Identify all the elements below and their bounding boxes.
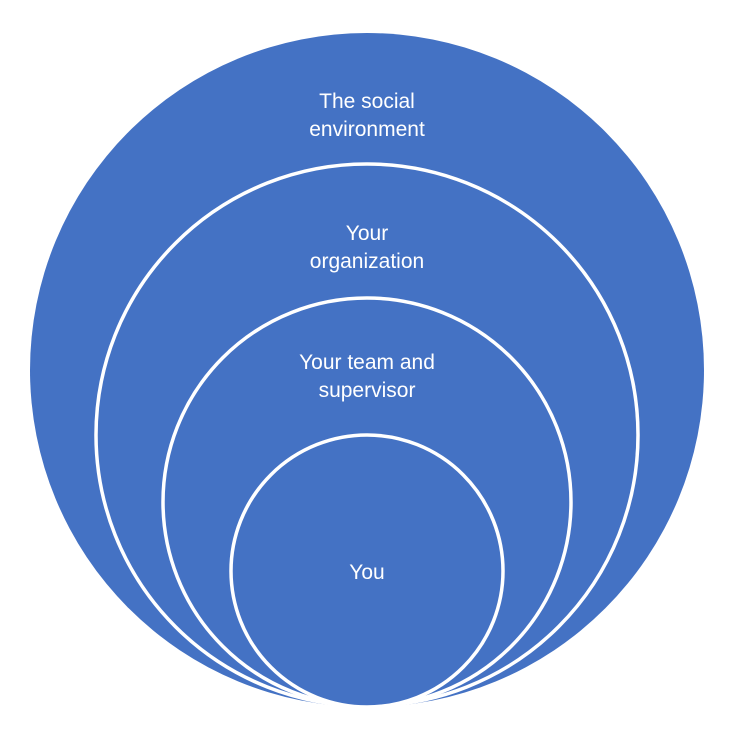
label-social-environment-line2: environment — [309, 118, 425, 141]
label-team-and-supervisor-line1: Your team and — [299, 351, 435, 374]
label-social-environment: The social environment — [247, 88, 487, 144]
label-you: You — [247, 559, 487, 587]
label-team-and-supervisor-line2: supervisor — [318, 379, 416, 402]
label-you-line1: You — [349, 561, 385, 584]
label-social-environment-line1: The social — [319, 90, 415, 113]
label-team-and-supervisor: Your team and supervisor — [247, 349, 487, 405]
label-organization-line1: Your — [345, 222, 389, 245]
label-organization: Your organization — [247, 220, 487, 276]
ring-you — [229, 433, 505, 709]
label-organization-line2: organization — [309, 250, 425, 273]
